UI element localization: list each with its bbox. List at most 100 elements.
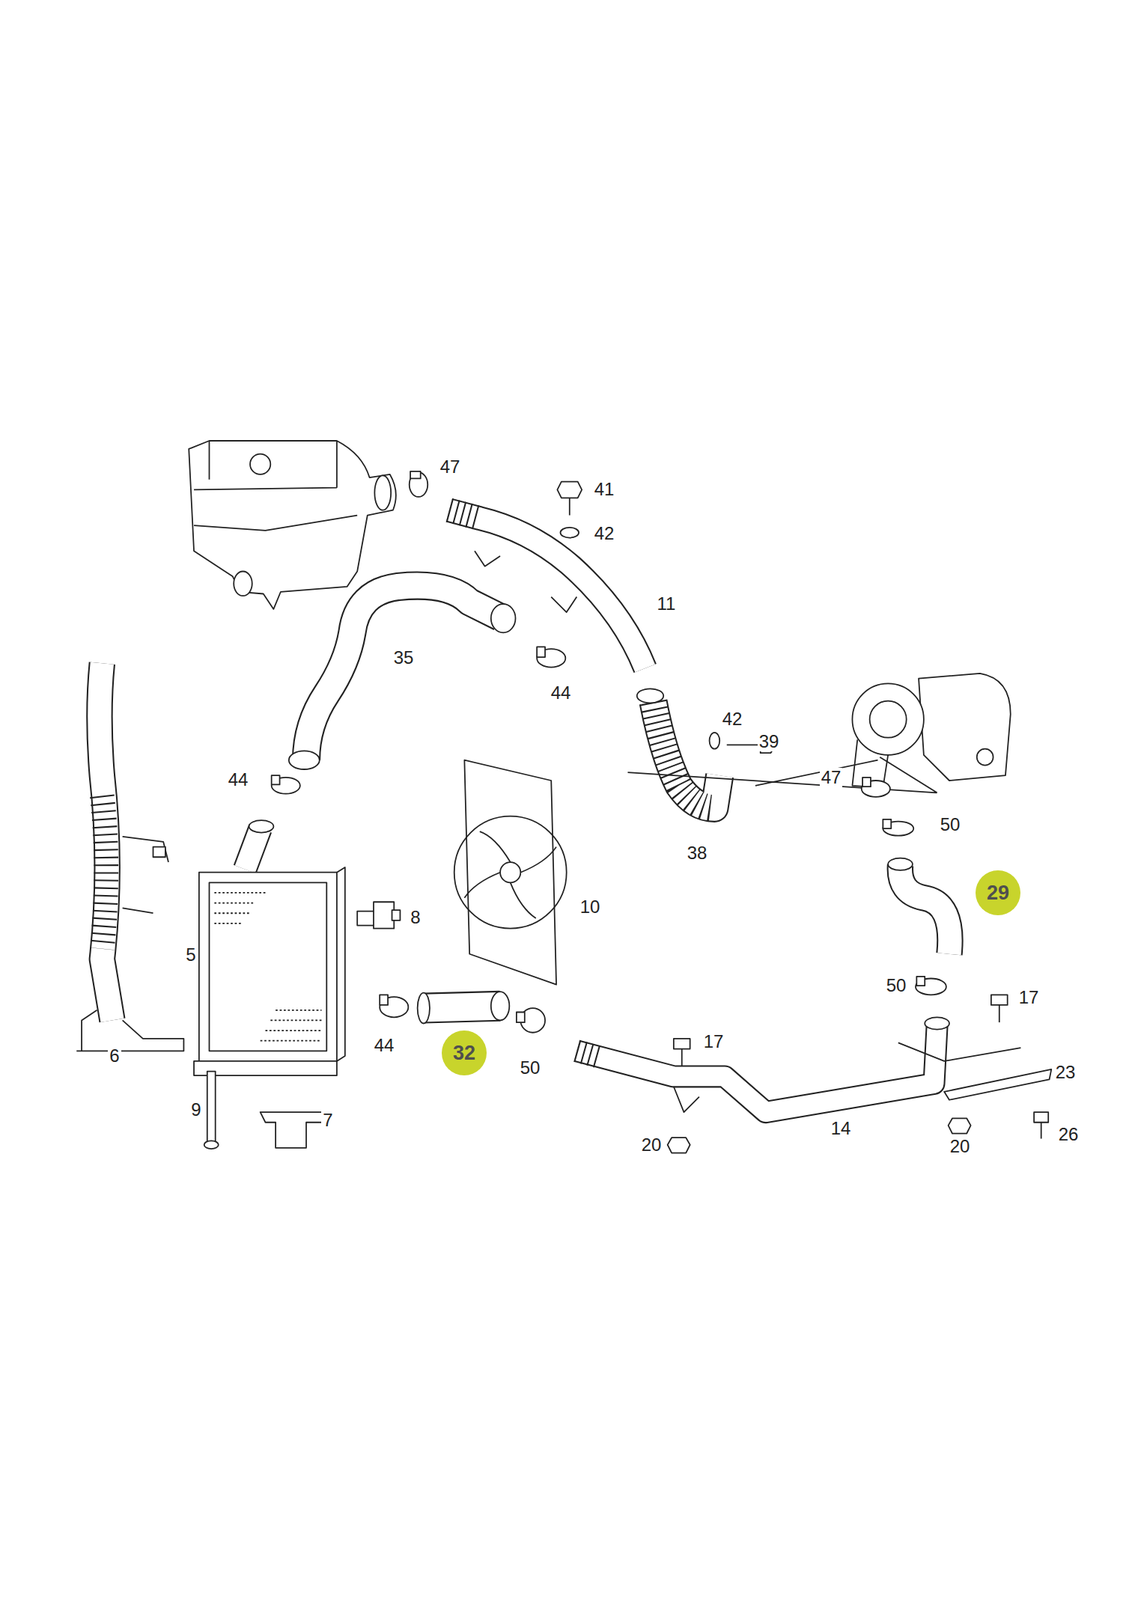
part-number: 7 bbox=[321, 1111, 334, 1131]
line-art bbox=[374, 475, 391, 510]
line-art bbox=[336, 867, 346, 1062]
line-art bbox=[1040, 1123, 1043, 1140]
line-art bbox=[244, 828, 260, 870]
line-art bbox=[208, 882, 327, 1052]
line-art bbox=[250, 454, 271, 475]
line-art bbox=[869, 701, 907, 739]
line-art bbox=[417, 993, 430, 1025]
part-number: 50 bbox=[518, 1058, 543, 1079]
line-art bbox=[464, 760, 557, 986]
part-number: 42 bbox=[592, 524, 617, 544]
line-art bbox=[851, 683, 924, 755]
line-art bbox=[557, 482, 582, 499]
air-duct bbox=[449, 510, 646, 669]
line-art bbox=[998, 1005, 1001, 1023]
fastener bbox=[204, 482, 1052, 1154]
part-number: 17 bbox=[702, 1032, 726, 1052]
line-art bbox=[673, 1039, 691, 1050]
line-art bbox=[271, 775, 281, 785]
part-number: 47 bbox=[819, 768, 844, 788]
line-art bbox=[916, 977, 925, 987]
line-art bbox=[423, 1006, 501, 1009]
line-art bbox=[899, 865, 951, 955]
line-art bbox=[449, 510, 646, 669]
line-art bbox=[653, 702, 721, 809]
line-art bbox=[392, 910, 401, 921]
line-art bbox=[882, 819, 891, 829]
line-art bbox=[576, 1051, 602, 1059]
part-number: 50 bbox=[884, 976, 909, 996]
line-art bbox=[560, 527, 580, 539]
line-art bbox=[899, 865, 951, 955]
sensor bbox=[357, 902, 400, 929]
line-art bbox=[673, 1042, 1022, 1113]
part-number: 42 bbox=[720, 709, 745, 730]
line-art bbox=[379, 994, 388, 1006]
intercooler bbox=[193, 820, 346, 1076]
turbocharger bbox=[851, 673, 1010, 789]
part-number: 23 bbox=[1054, 1063, 1078, 1083]
line-art bbox=[153, 847, 166, 858]
part-number: 44 bbox=[372, 1036, 397, 1056]
line-art bbox=[410, 471, 421, 480]
part-number: 6 bbox=[107, 1046, 121, 1067]
hose bbox=[288, 586, 516, 770]
part-number: 10 bbox=[578, 897, 602, 918]
part-number: 11 bbox=[655, 594, 678, 614]
line-art bbox=[944, 1069, 1052, 1101]
line-art bbox=[101, 795, 106, 950]
line-art bbox=[576, 1025, 937, 1113]
line-art bbox=[199, 872, 337, 1062]
part-number: 20 bbox=[640, 1135, 664, 1156]
line-art bbox=[449, 510, 646, 669]
part-number: 9 bbox=[189, 1100, 203, 1121]
line-art bbox=[637, 688, 664, 704]
part-number: 20 bbox=[948, 1137, 972, 1157]
line-art bbox=[568, 497, 571, 516]
line-art bbox=[948, 1118, 972, 1134]
part-number: 39 bbox=[757, 732, 781, 752]
line-art bbox=[500, 862, 521, 883]
part-number: 8 bbox=[408, 908, 422, 928]
hose-clamp bbox=[271, 471, 947, 1034]
part-number: 38 bbox=[685, 843, 709, 864]
line-art bbox=[249, 820, 275, 833]
callout-number: 29 bbox=[986, 881, 1010, 906]
line-art bbox=[449, 510, 480, 519]
part-number: 26 bbox=[1057, 1125, 1081, 1145]
part-number: 41 bbox=[592, 479, 617, 500]
line-art bbox=[306, 586, 501, 761]
hose bbox=[887, 858, 951, 955]
line-art bbox=[491, 604, 516, 633]
line-art bbox=[1033, 1112, 1049, 1124]
line-art bbox=[357, 911, 376, 927]
bellows-hose bbox=[637, 688, 720, 809]
callout-badge: 32 bbox=[441, 1030, 487, 1076]
line-art bbox=[76, 837, 184, 1052]
line-art bbox=[233, 571, 253, 597]
line-art bbox=[653, 702, 715, 809]
callout-number: 32 bbox=[452, 1042, 476, 1066]
part-number: 5 bbox=[184, 945, 197, 966]
part-number: 17 bbox=[1017, 988, 1041, 1008]
line-art bbox=[204, 1140, 219, 1150]
part-number: 14 bbox=[829, 1119, 853, 1139]
line-art bbox=[474, 551, 577, 613]
line-art bbox=[464, 831, 557, 919]
part-number: 50 bbox=[938, 815, 963, 835]
part-number: 47 bbox=[438, 457, 462, 477]
line-art bbox=[627, 757, 937, 794]
line-art bbox=[306, 586, 501, 761]
line-art bbox=[536, 646, 546, 658]
line-art bbox=[726, 744, 761, 746]
line-art bbox=[667, 1137, 691, 1153]
line-art bbox=[887, 858, 913, 871]
hose bbox=[417, 991, 510, 1024]
line-art bbox=[918, 673, 1011, 781]
line-art bbox=[214, 893, 322, 1042]
line-art bbox=[99, 663, 113, 1021]
line-art bbox=[681, 1049, 683, 1067]
line-art bbox=[373, 902, 394, 929]
